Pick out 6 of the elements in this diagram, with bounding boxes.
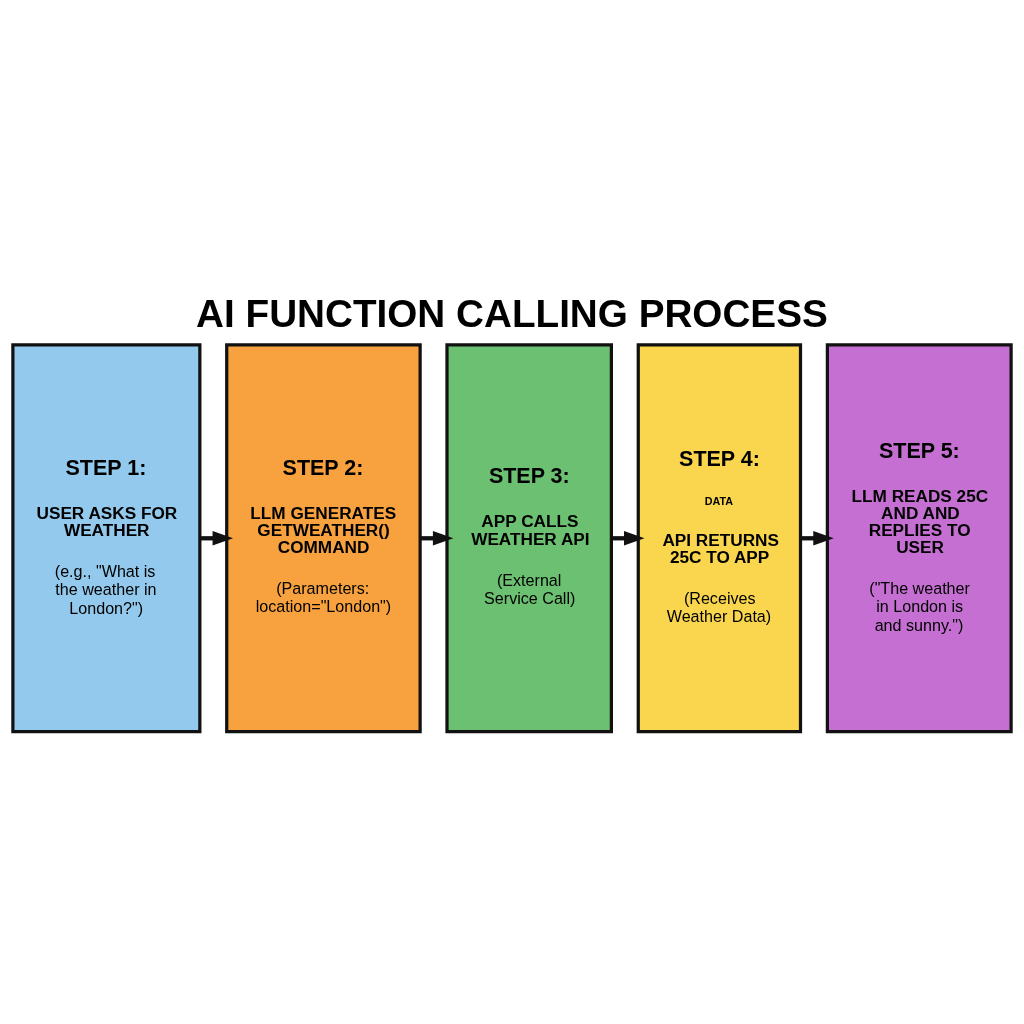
node-box: STEP 4: DATA API RETURNS 25C TO APP (Receives Weather Data) bbox=[636, 342, 803, 733]
node-box: STEP 5: LLM READS 25C AND AND REPLIES TO USER ("The weather in London is and sunny.") bbox=[825, 342, 1013, 733]
node-box: STEP 3: APP CALLS WEATHER API (External Service Call) bbox=[445, 342, 613, 733]
diagram-title: AI FUNCTION CALLING PROCESS bbox=[196, 291, 828, 335]
node-box: STEP 1: USER ASKS FOR WEATHER (e.g., "What is the weather in London?") bbox=[11, 342, 202, 733]
node-box: STEP 2: LLM GENERATES GETWEATHER() COMMAND (Parameters: location="London") bbox=[225, 342, 422, 733]
